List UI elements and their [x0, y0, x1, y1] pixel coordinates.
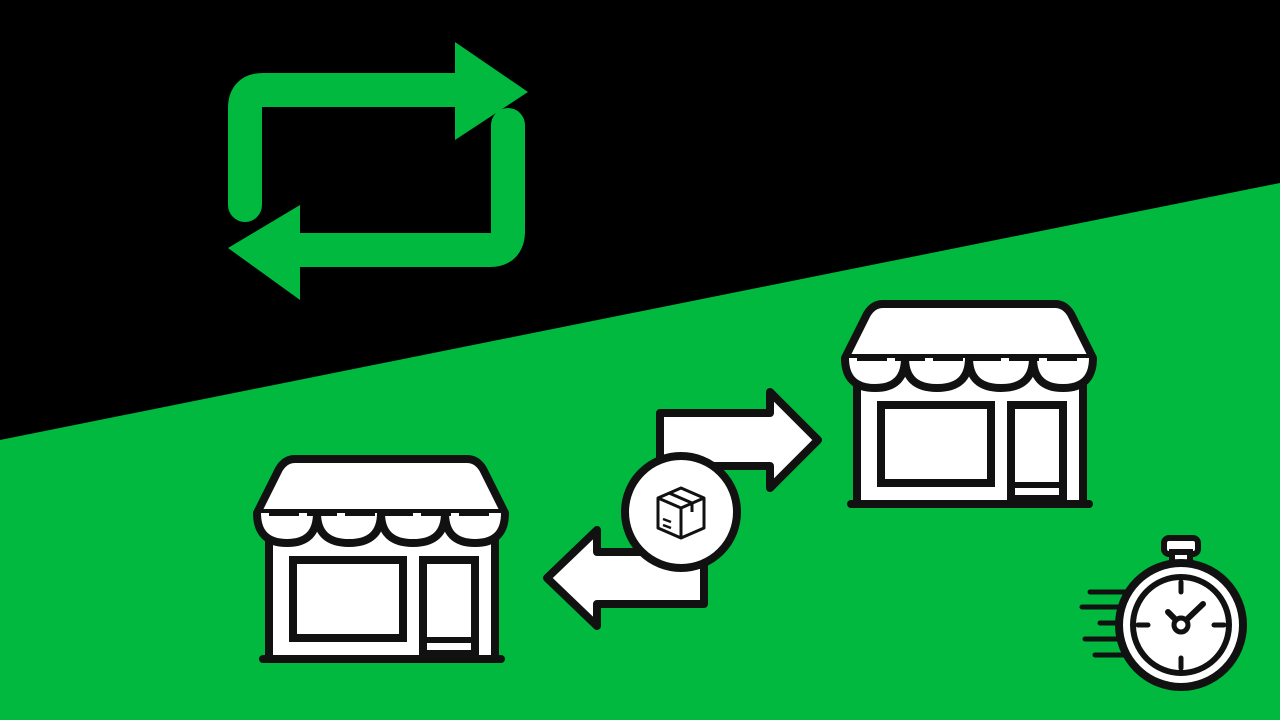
- fast-stopwatch-icon: [1079, 535, 1247, 691]
- package-box-icon: [621, 452, 741, 572]
- store-icon: [841, 300, 1097, 508]
- repeat-arrows-icon: [228, 42, 528, 300]
- store-icon: [253, 455, 509, 663]
